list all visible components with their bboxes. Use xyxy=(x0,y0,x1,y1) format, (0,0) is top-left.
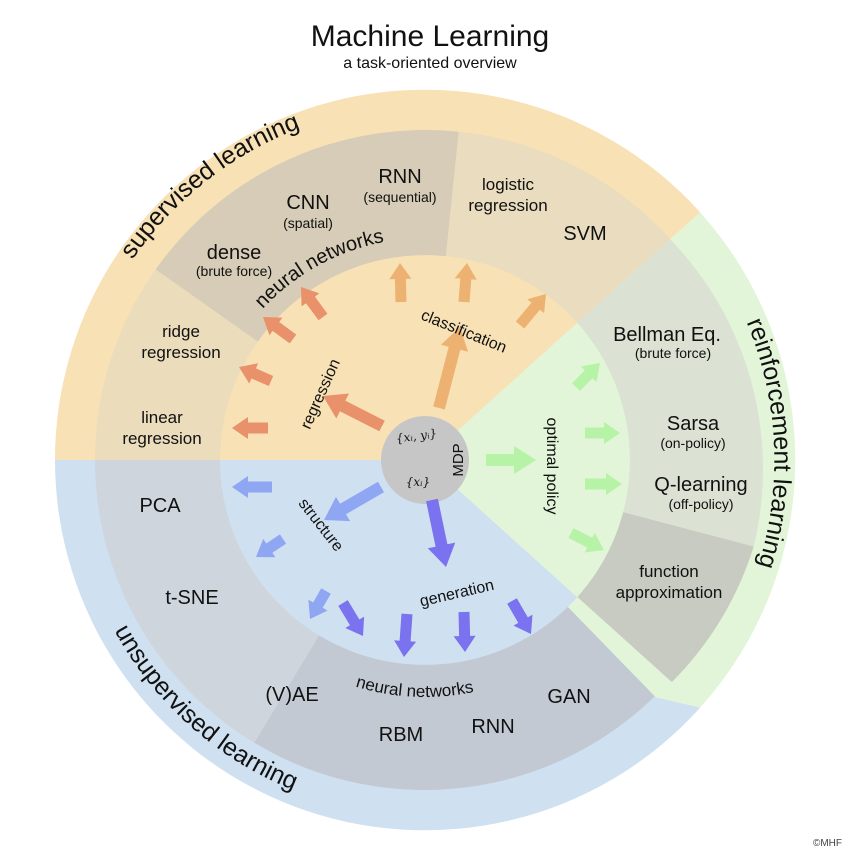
method-sarsa: Sarsa xyxy=(667,413,720,435)
arrow-policy-1 xyxy=(572,363,600,391)
method-pca: PCA xyxy=(139,495,181,517)
method-q-learning-note: (off-policy) xyxy=(668,496,733,512)
arrow-classification-1 xyxy=(389,263,412,303)
arrow-policy-2 xyxy=(585,422,620,444)
method-ridge-regression-line1: ridge xyxy=(162,322,200,341)
arrow-regression-2 xyxy=(239,363,274,386)
method-dense: dense xyxy=(207,242,262,264)
page-subtitle: a task-oriented overview xyxy=(343,55,517,72)
arrow-regression-4 xyxy=(301,287,328,321)
arrow-regression-1 xyxy=(232,417,268,439)
task-optimal-policy: optimal policy xyxy=(543,418,560,515)
arrow-structure-3 xyxy=(308,588,331,619)
method-linear-regression-line1: linear xyxy=(141,408,183,427)
arrow-classification-2 xyxy=(454,263,477,303)
arrow-structure-main xyxy=(324,481,384,522)
method-function-approximation-line1: function xyxy=(639,562,699,581)
center-unlabeled-data: {xᵢ} xyxy=(406,475,430,489)
arrow-generation-main xyxy=(426,498,456,567)
center-data-circle xyxy=(381,416,469,504)
arrow-generation-1 xyxy=(338,600,365,636)
credit-text: ©MHF xyxy=(813,838,842,849)
arrow-policy-4 xyxy=(568,528,604,553)
method-bellman: Bellman Eq. xyxy=(613,324,721,346)
center-labeled-data: {xᵢ, yᵢ} xyxy=(395,426,438,446)
method-bellman-note: (brute force) xyxy=(635,345,711,361)
method-gan: GAN xyxy=(547,686,590,708)
method-function-approximation-line2: approximation xyxy=(616,583,723,602)
method-logistic-regression-line2: regression xyxy=(468,196,547,215)
method-rnn-unsupervised: RNN xyxy=(471,716,514,738)
arrow-regression-3 xyxy=(263,317,297,344)
center-mdp: MDP xyxy=(450,443,467,476)
method-t-sne: t-SNE xyxy=(165,587,218,609)
arrow-generation-2 xyxy=(394,613,417,657)
arrow-classification-3 xyxy=(515,294,546,329)
method-rnn-supervised: RNN xyxy=(378,166,421,188)
method-sarsa-note: (on-policy) xyxy=(660,435,725,451)
method-cnn: CNN xyxy=(286,192,329,214)
task-sector-unsupervised xyxy=(220,460,578,665)
method-rbm: RBM xyxy=(379,724,423,746)
arrow-policy-3 xyxy=(585,473,622,495)
method-rnn-supervised-note: (sequential) xyxy=(363,189,436,205)
arrow-generation-3 xyxy=(453,611,476,652)
method-cnn-note: (spatial) xyxy=(283,215,333,231)
arrow-layer xyxy=(232,263,622,657)
arrow-policy-main xyxy=(486,446,536,474)
arrow-structure-1 xyxy=(232,476,272,498)
method-linear-regression-line2: regression xyxy=(122,429,201,448)
method-vae: (V)AE xyxy=(265,684,318,706)
method-dense-note: (brute force) xyxy=(196,263,272,279)
method-q-learning: Q-learning xyxy=(654,474,747,496)
arrow-generation-4 xyxy=(507,598,533,634)
page-title: Machine Learning xyxy=(311,20,550,53)
method-logistic-regression-line1: logistic xyxy=(482,175,534,194)
method-svm: SVM xyxy=(563,223,606,245)
arrow-classification-4 xyxy=(433,327,468,410)
arrow-regression-5 xyxy=(323,393,385,432)
arrow-structure-2 xyxy=(256,534,287,558)
method-ridge-regression-line2: regression xyxy=(141,343,220,362)
